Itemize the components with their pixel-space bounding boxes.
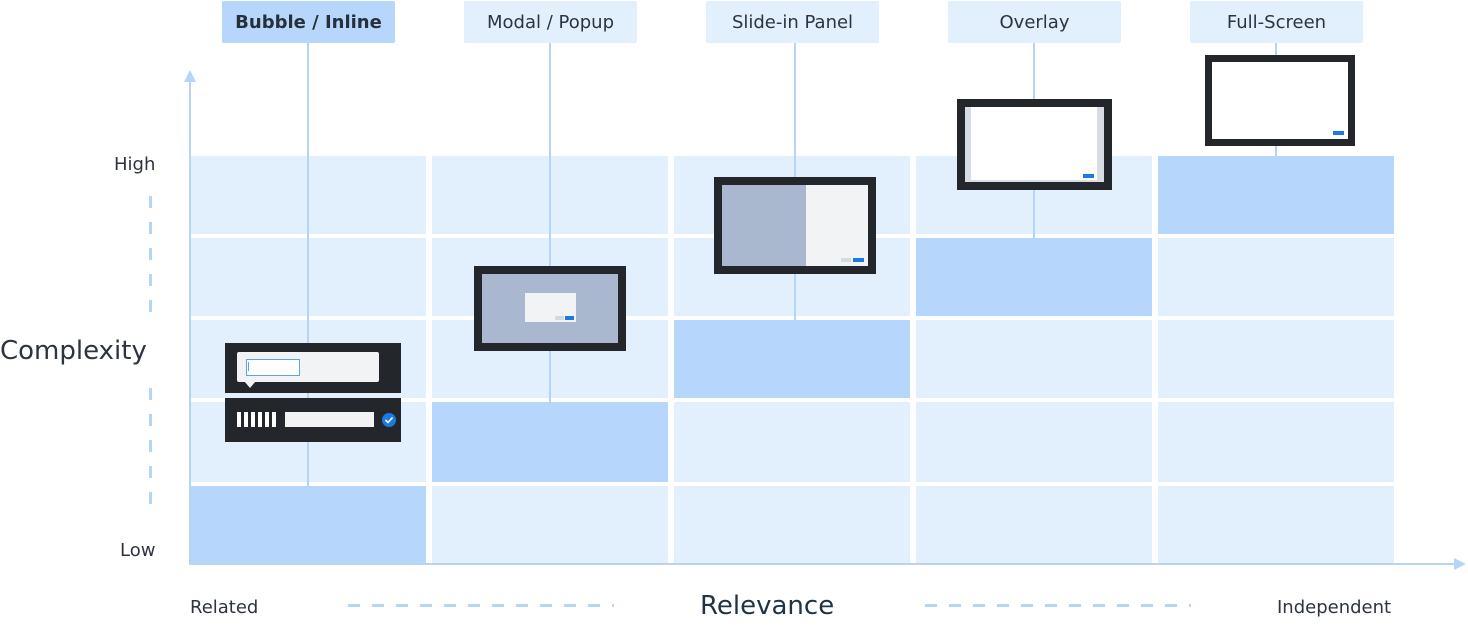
column-header-overlay[interactable]: Overlay (948, 1, 1121, 43)
check-circle-icon (382, 413, 396, 427)
connector-line-bubble (307, 43, 309, 486)
x-axis-title: Relevance (700, 591, 835, 621)
grid-cell (916, 402, 1152, 482)
x-axis-dash-left (348, 604, 614, 607)
grid-cell (916, 320, 1152, 398)
grid-cell (1158, 156, 1394, 234)
grid-cell (674, 486, 910, 564)
grid-cell (674, 320, 910, 398)
y-axis-dash-lower (149, 388, 152, 516)
grid-cell (190, 486, 426, 564)
x-axis-arrow-icon (1454, 558, 1466, 570)
grid-cell (1158, 402, 1394, 482)
connector-line-modal (549, 43, 551, 405)
column-header-full-screen[interactable]: Full-Screen (1190, 1, 1363, 43)
grid-cell (916, 486, 1152, 564)
column-header-modal-popup[interactable]: Modal / Popup (464, 1, 637, 43)
grid-cell (916, 238, 1152, 316)
grid-cell (1158, 238, 1394, 316)
column-header-slide-in-panel[interactable]: Slide-in Panel (706, 1, 879, 43)
y-axis-dash-upper (149, 196, 152, 316)
grid-cell (432, 402, 668, 482)
column-header-bubble-inline[interactable]: Bubble / Inline (222, 1, 395, 43)
x-axis-dash-right (925, 604, 1191, 607)
grid-cell (1158, 486, 1394, 564)
x-axis-independent-label: Independent (1277, 597, 1392, 618)
grid-cell (674, 402, 910, 482)
x-axis-related-label: Related (190, 597, 259, 618)
grid-cell (1158, 320, 1394, 398)
y-axis-high-label: High (114, 154, 156, 175)
y-axis-low-label: Low (120, 540, 156, 561)
grid-cell (432, 486, 668, 564)
bubble-tail-icon (244, 381, 256, 388)
y-axis-title: Complexity (0, 336, 147, 366)
y-axis-arrow-icon (184, 70, 196, 82)
